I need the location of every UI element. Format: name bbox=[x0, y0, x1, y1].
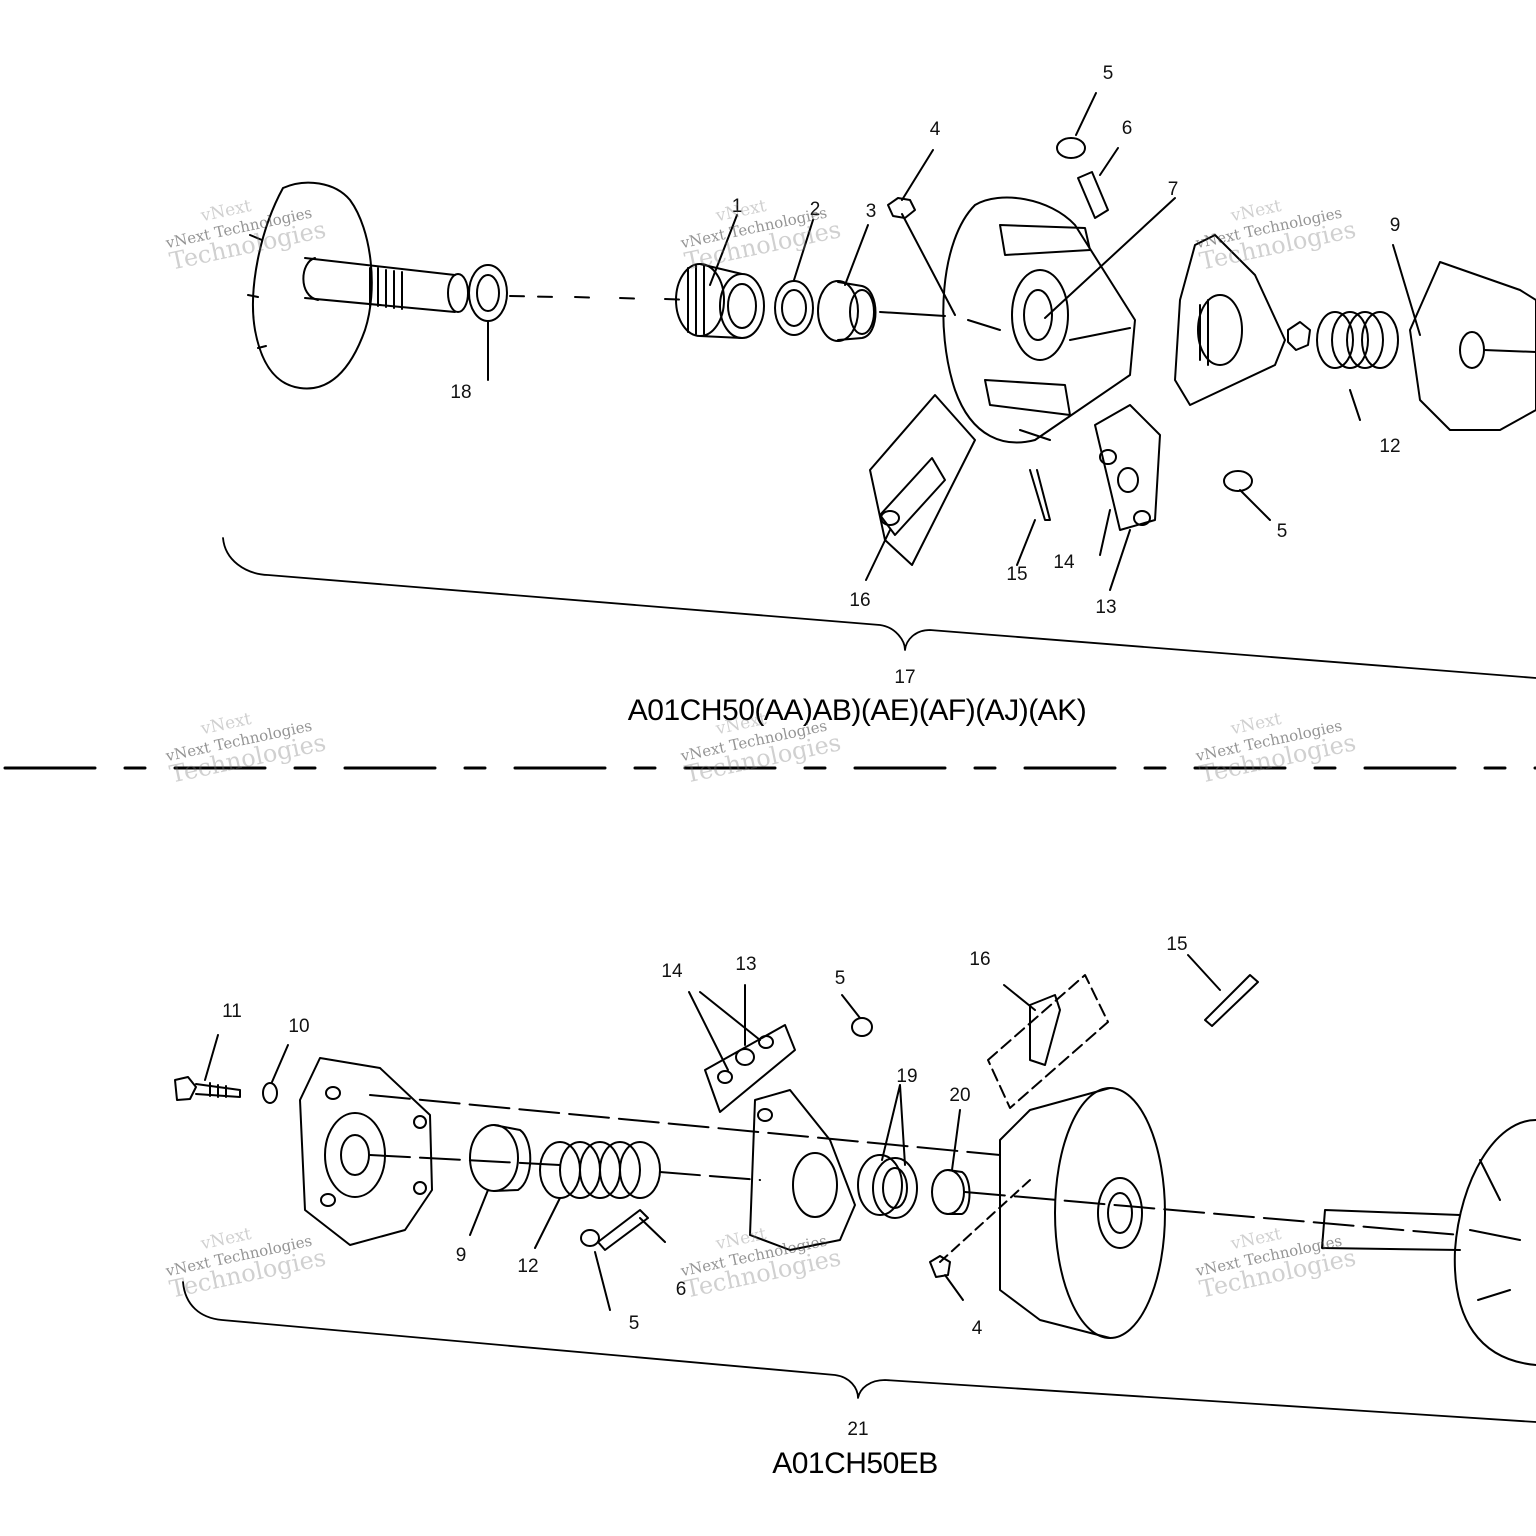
spacer-3 bbox=[817, 280, 877, 342]
callout-13: 13 bbox=[1095, 597, 1117, 618]
callout-17: 17 bbox=[894, 667, 916, 688]
callout-6: 6 bbox=[1121, 118, 1133, 139]
callout-14: 14 bbox=[1053, 552, 1075, 573]
spring-12 bbox=[1316, 311, 1399, 369]
weight-16 bbox=[869, 394, 976, 566]
callout-12: 12 bbox=[1379, 436, 1401, 457]
callout-18: 18 bbox=[450, 382, 472, 403]
callout-2: 2 bbox=[809, 199, 821, 220]
callout-b-5-low: 5 bbox=[628, 1313, 640, 1334]
callout-7: 7 bbox=[1167, 179, 1179, 200]
roller-13-14 bbox=[1094, 404, 1161, 531]
fixed-sheave bbox=[247, 181, 469, 390]
callout-b-12: 12 bbox=[517, 1256, 539, 1277]
movable-sheave bbox=[942, 196, 1136, 444]
washer-2 bbox=[774, 280, 814, 336]
fixed-sheave-bottom bbox=[1321, 1119, 1536, 1366]
callout-b-16: 16 bbox=[969, 949, 991, 970]
callout-1: 1 bbox=[731, 196, 743, 217]
nut-4 bbox=[887, 197, 956, 316]
movable-sheave-bottom bbox=[999, 1087, 1166, 1339]
callout-b-13: 13 bbox=[735, 954, 757, 975]
pin-6 bbox=[1077, 171, 1109, 219]
bushing-20 bbox=[931, 1169, 971, 1215]
callout-b-9: 9 bbox=[455, 1245, 467, 1266]
bushing-1 bbox=[675, 263, 765, 339]
callout-b-15: 15 bbox=[1166, 934, 1188, 955]
cap-5-top bbox=[1056, 137, 1086, 159]
callout-3: 3 bbox=[865, 201, 877, 222]
callout-5-lower: 5 bbox=[1276, 521, 1288, 542]
callout-16: 16 bbox=[849, 590, 871, 611]
cover-9 bbox=[1409, 261, 1536, 431]
callout-b-4: 4 bbox=[971, 1318, 983, 1339]
weight-16-bottom bbox=[1029, 994, 1061, 1066]
callout-b-21: 21 bbox=[847, 1419, 869, 1440]
callout-9: 9 bbox=[1389, 215, 1401, 236]
callout-b-19: 19 bbox=[896, 1066, 918, 1087]
ring-9 bbox=[469, 1124, 532, 1192]
callout-b-6: 6 bbox=[675, 1279, 687, 1300]
spider bbox=[1174, 234, 1286, 406]
callout-b-11: 11 bbox=[222, 1001, 242, 1022]
spring-bottom bbox=[539, 1141, 661, 1199]
callout-15: 15 bbox=[1006, 564, 1028, 585]
washer-10 bbox=[262, 1082, 278, 1104]
bolt-11 bbox=[174, 1076, 241, 1101]
top-model-code: A01CH50(AA)AB)(AE)(AF)(AJ)(AK) bbox=[627, 694, 1087, 727]
cover-bottom bbox=[299, 1057, 433, 1246]
bolt-15 bbox=[1029, 469, 1051, 521]
callout-5-top: 5 bbox=[1102, 63, 1114, 84]
nut-4-bottom bbox=[929, 1255, 951, 1278]
bottom-model-code: A01CH50EB bbox=[772, 1447, 938, 1480]
top-assembly-drawing bbox=[222, 92, 1536, 679]
bushing-19 bbox=[857, 1154, 918, 1219]
cap-5-lower bbox=[1223, 470, 1253, 492]
callout-b-14: 14 bbox=[661, 961, 683, 982]
rollers-bottom bbox=[704, 1024, 796, 1113]
spider-bottom bbox=[749, 1089, 856, 1251]
washer-18 bbox=[468, 264, 508, 322]
cap-5-b1 bbox=[851, 1017, 873, 1037]
cap-5-b2 bbox=[580, 1229, 600, 1247]
callout-b-5-top: 5 bbox=[834, 968, 846, 989]
callout-4: 4 bbox=[929, 119, 941, 140]
bolt-15-bottom bbox=[1204, 974, 1259, 1027]
bottom-assembly-drawing bbox=[174, 954, 1536, 1423]
callout-b-20: 20 bbox=[949, 1085, 971, 1106]
pin-6-bottom bbox=[597, 1209, 649, 1251]
callout-b-10: 10 bbox=[288, 1016, 310, 1037]
